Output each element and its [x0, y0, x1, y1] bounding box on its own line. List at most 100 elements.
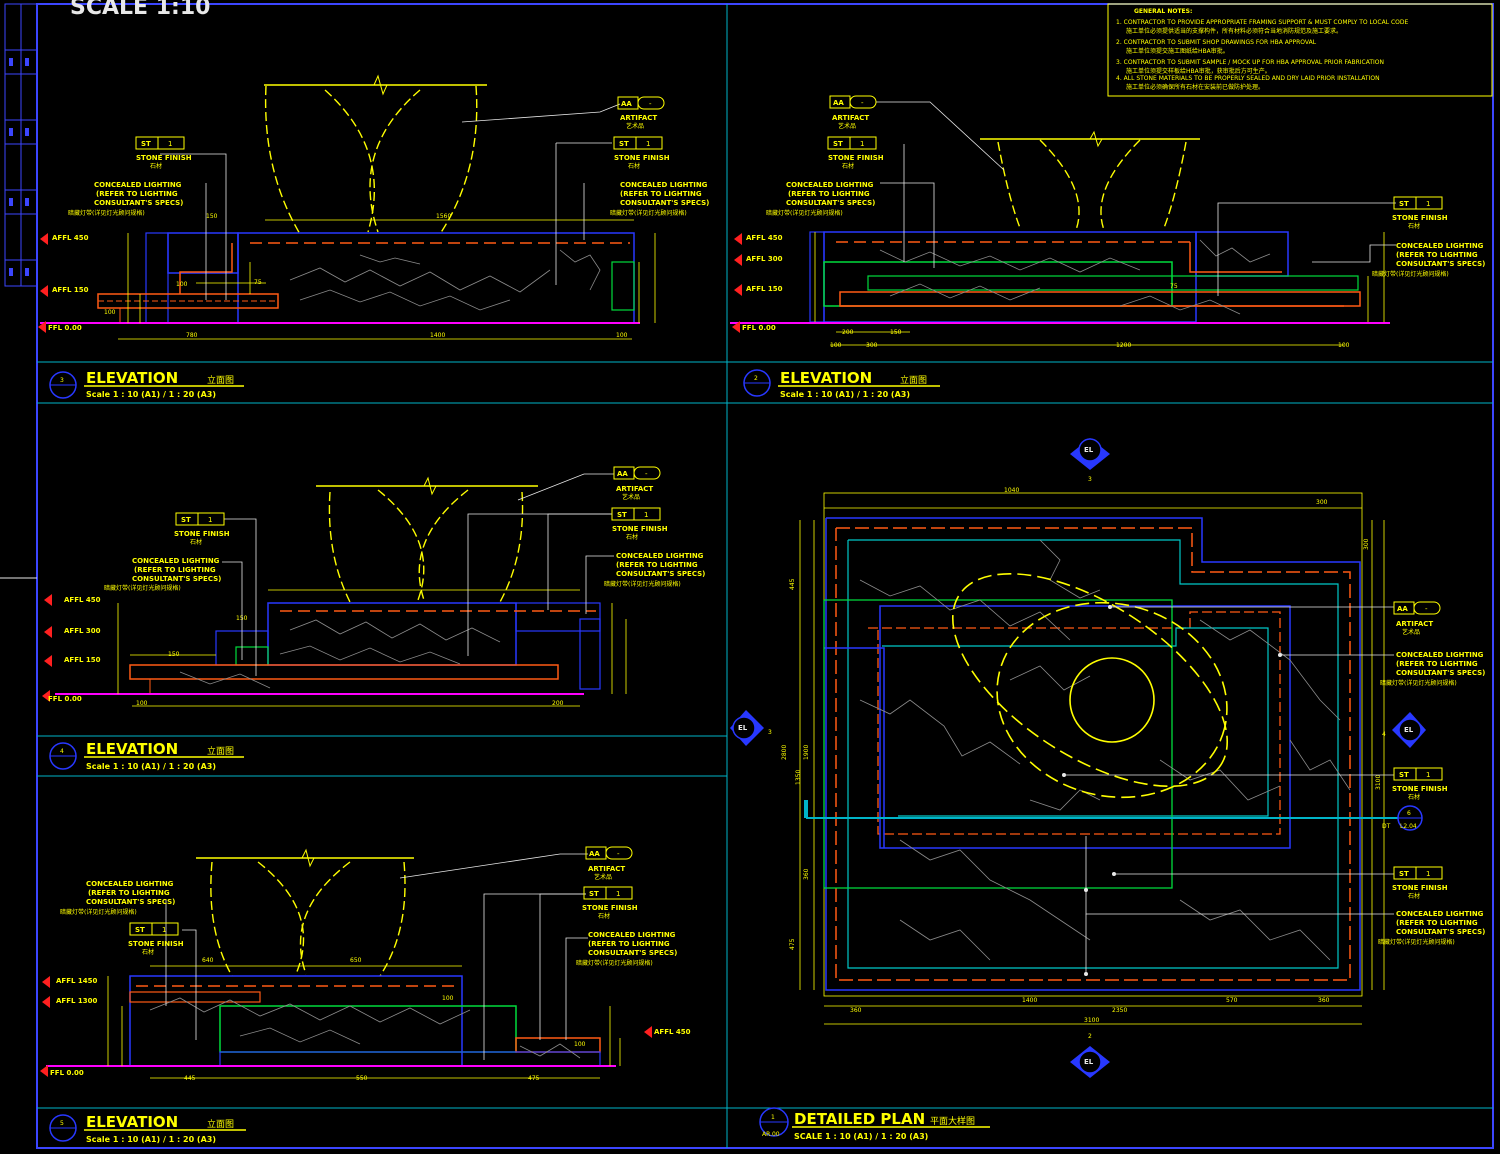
note-line-5: 3. CONTRACTOR TO SUBMIT SAMPLE / MOCK UP…: [1116, 59, 1384, 66]
panel-number: 4: [60, 748, 64, 755]
note: CONSULTANT'S SPECS): [1396, 928, 1485, 936]
level-label: AFFL 1300: [56, 997, 97, 1005]
panel-title: 1 AR.00 DETAILED PLAN 平面大样图 SCALE 1 : 10…: [759, 1107, 990, 1141]
note: 暗藏灯带(详见灯光顾问规格): [1378, 938, 1455, 946]
note: CONCEALED LIGHTING: [616, 552, 704, 560]
tag-num: -: [861, 99, 864, 107]
sheet-frame: [4, 3, 1494, 1149]
tag-desc-cn: 石材: [1408, 222, 1420, 230]
note: CONCEALED LIGHTING: [1396, 651, 1484, 659]
note: CONSULTANT'S SPECS): [616, 570, 705, 578]
panel-number: 5: [60, 1120, 64, 1127]
note: (REFER TO LIGHTING: [616, 561, 698, 569]
dim: 100: [830, 342, 842, 349]
artifact-tag: AA - ARTIFACT 艺术品: [829, 95, 877, 130]
tag-code: ST: [181, 516, 191, 524]
note: (REFER TO LIGHTING: [1396, 251, 1478, 259]
tag-code: AA: [1397, 605, 1408, 613]
panel-scale: Scale 1 : 10 (A1) / 1 : 20 (A3): [86, 390, 216, 399]
panel-sheet-ref: AR.00: [762, 1131, 780, 1138]
level-label: FFL 0.00: [742, 324, 776, 332]
dim-vertical: 475: [789, 938, 796, 950]
note: 暗藏灯带(详见灯光顾问规格): [1372, 270, 1449, 278]
tag-desc: STONE FINISH: [1392, 884, 1448, 892]
level-label: AFFL 300: [746, 255, 783, 263]
notes-title: GENERAL NOTES:: [1134, 8, 1192, 15]
marker-label: DT: [1382, 823, 1391, 830]
tag-desc: STONE FINISH: [1392, 785, 1448, 793]
lighting-note: CONCEALED LIGHTING (REFER TO LIGHTING CO…: [576, 931, 677, 967]
dim-vertical: 360: [803, 868, 810, 880]
note: (REFER TO LIGHTING: [620, 190, 702, 198]
note: CONCEALED LIGHTING: [620, 181, 708, 189]
marker-number: 2: [1088, 1033, 1092, 1040]
tag-desc: STONE FINISH: [136, 154, 192, 162]
panel-title-cn: 立面图: [900, 374, 927, 386]
tag-num: 1: [1426, 200, 1430, 208]
panel-title-text: ELEVATION: [86, 740, 178, 758]
note: (REFER TO LIGHTING: [788, 190, 870, 198]
tag-num: 1: [644, 511, 648, 519]
dim: 3100: [1084, 1017, 1099, 1024]
dim: 650: [350, 957, 362, 964]
tag-code: ST: [141, 140, 151, 148]
artifact-tag: AA - ARTIFACT 艺术品: [585, 846, 633, 881]
stone-tag: ST 1 STONE FINISH 石材: [1392, 866, 1448, 900]
note-line-2: 施工单位必须提供适当的支撑构件，所有材料必须符合当地消防规范及施工要求。: [1126, 27, 1342, 35]
dim: 360: [850, 1007, 862, 1014]
marker-number: 4: [1382, 731, 1386, 738]
dim: 445: [184, 1075, 196, 1082]
tag-desc: ARTIFACT: [616, 485, 653, 493]
dim: 570: [1226, 997, 1238, 1004]
elevation-panel-4: 100 200 150 150 AFFL 450 AFFL 300 AFFL 1…: [42, 466, 705, 771]
detail-marker: 6 L2.04 DT: [1382, 805, 1423, 831]
dim: 150: [206, 213, 218, 220]
dim-vertical: 1350: [795, 770, 802, 785]
note: 暗藏灯带(详见灯光顾问规格): [60, 908, 137, 916]
panel-title-cn: 立面图: [207, 374, 234, 386]
note: CONSULTANT'S SPECS): [620, 199, 709, 207]
tag-desc-cn: 艺术品: [1402, 628, 1420, 636]
tag-desc: STONE FINISH: [128, 940, 184, 948]
lighting-note: CONCEALED LIGHTING (REFER TO LIGHTING CO…: [610, 181, 709, 217]
artifact-tag: AA - ARTIFACT 艺术品: [1393, 601, 1441, 636]
panel-number: 3: [60, 377, 64, 384]
note: CONSULTANT'S SPECS): [1396, 260, 1485, 268]
panel-title: 5 ELEVATION 立面图 Scale 1 : 10 (A1) / 1 : …: [49, 1113, 246, 1144]
stone-tag: ST 1 STONE FINISH 石材: [611, 507, 668, 541]
note: CONSULTANT'S SPECS): [86, 898, 175, 906]
tag-code: ST: [833, 140, 843, 148]
title-strip-marks: [9, 58, 29, 276]
note: CONSULTANT'S SPECS): [588, 949, 677, 957]
lighting-note: CONCEALED LIGHTING (REFER TO LIGHTING CO…: [1372, 242, 1485, 278]
panel-title: 4 ELEVATION 立面图 Scale 1 : 10 (A1) / 1 : …: [49, 740, 244, 771]
stone-tag: ST 1 STONE FINISH 石材: [135, 136, 192, 170]
dim: 75: [254, 279, 262, 286]
note: CONSULTANT'S SPECS): [132, 575, 221, 583]
level-label: AFFL 450: [64, 596, 101, 604]
panel-title-text: DETAILED PLAN: [794, 1110, 925, 1128]
note: CONCEALED LIGHTING: [1396, 242, 1484, 250]
dim: 100: [574, 1041, 586, 1048]
note: (REFER TO LIGHTING: [134, 566, 216, 574]
tag-desc: ARTIFACT: [1396, 620, 1433, 628]
panel-scale: SCALE 1 : 10 (A1) / 1 : 20 (A3): [794, 1132, 928, 1141]
level-label: AFFL 150: [746, 285, 783, 293]
dim-vertical: 3100: [1375, 775, 1382, 790]
level-label: FFL 0.00: [50, 1069, 84, 1077]
dim: 640: [202, 957, 214, 964]
panel-title-text: ELEVATION: [86, 1113, 178, 1131]
elevation-marker-bottom: EL 2: [1070, 1033, 1110, 1078]
panel-number: 2: [754, 375, 758, 382]
marker-code: L2.04: [1400, 823, 1417, 830]
note: (REFER TO LIGHTING: [88, 889, 170, 897]
tag-code: AA: [617, 470, 628, 478]
tag-desc: STONE FINISH: [614, 154, 670, 162]
tag-desc-cn: 石材: [190, 538, 202, 546]
dim: 100: [1338, 342, 1350, 349]
tag-desc-cn: 石材: [1408, 892, 1420, 900]
tag-desc-cn: 石材: [142, 948, 154, 956]
level-label: AFFL 450: [654, 1028, 691, 1036]
elevation-marker-left: EL 3: [730, 710, 772, 746]
